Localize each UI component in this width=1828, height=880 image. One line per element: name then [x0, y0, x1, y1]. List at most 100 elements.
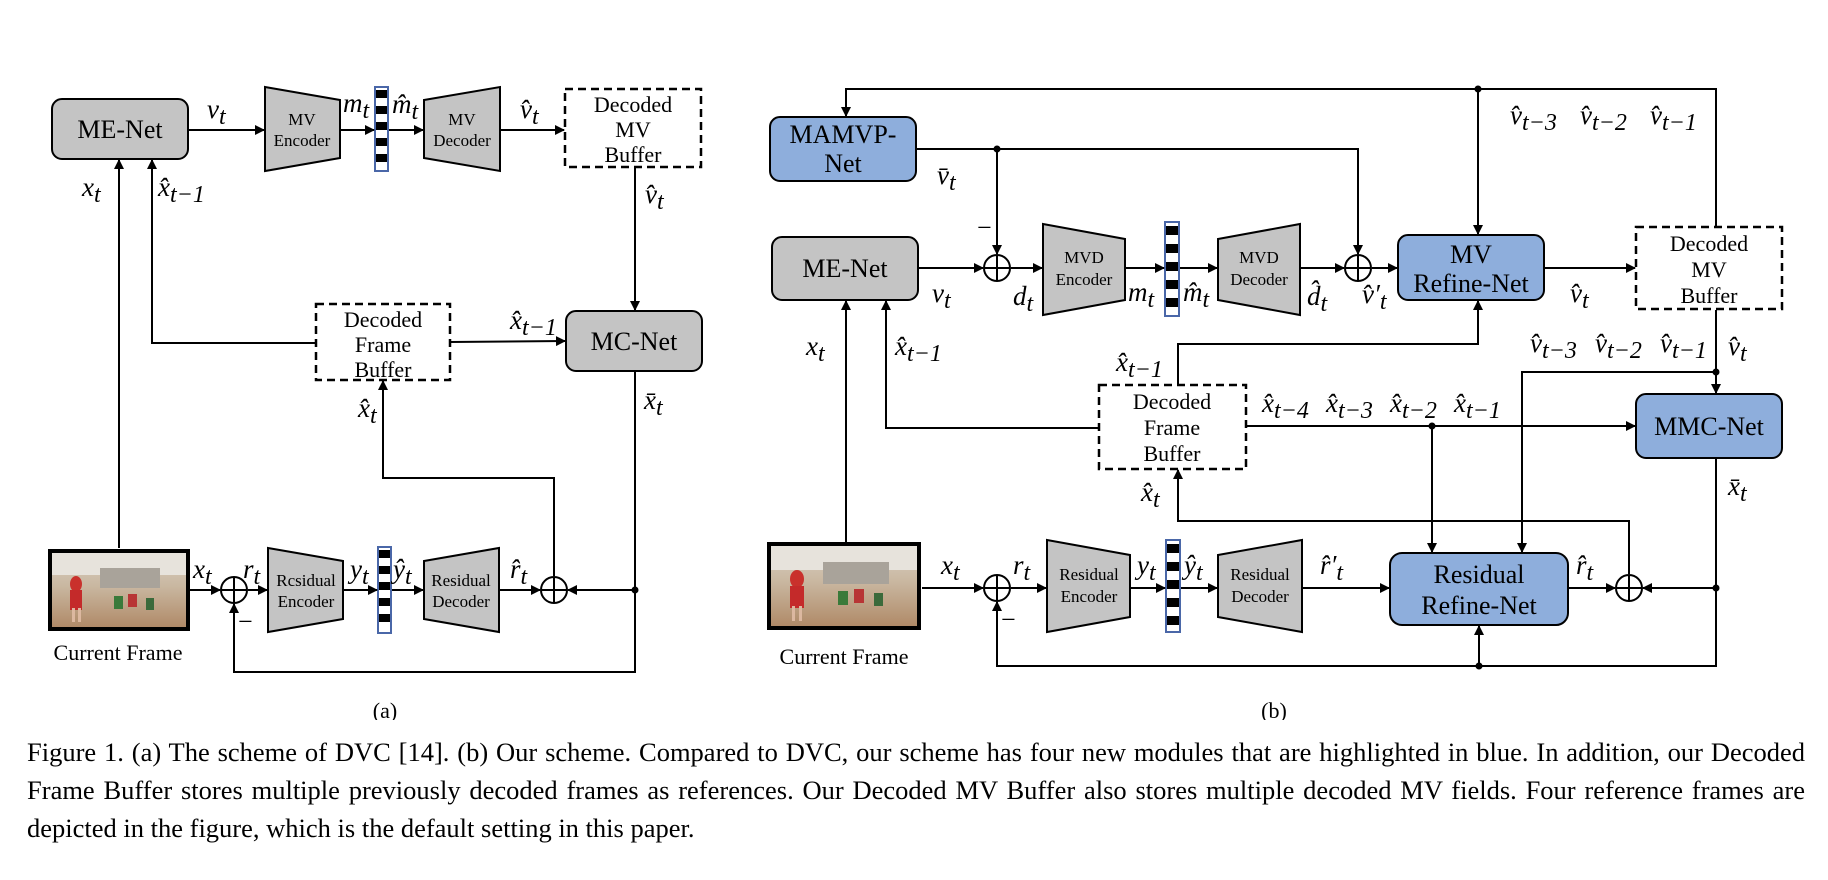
- b-residual-decoder: [1217, 538, 1303, 634]
- b-label-yhat: ŷt: [1181, 550, 1204, 586]
- b-mmc-net-label: MMC-Net: [1654, 412, 1765, 441]
- b-label-vhat-prime: v̂′t: [1362, 279, 1388, 315]
- b-mvd-decoder: [1217, 222, 1301, 317]
- b-mvd-subtract-node: [983, 254, 1011, 282]
- a-connections: [114, 125, 640, 673]
- a-label-vhat: v̂t: [520, 94, 540, 130]
- a-dmvb-l3: Buffer: [604, 142, 662, 167]
- b-label-v-tm1-top: v̂t−1: [1650, 100, 1697, 136]
- a-res-dec-l1: Residual: [431, 571, 491, 590]
- b-mvd-latent: [1164, 221, 1180, 317]
- a-res-dec-l2: Decoder: [432, 592, 490, 611]
- b-label-v-tm2: v̂t−2: [1595, 328, 1642, 364]
- b-mvr-l2: Refine-Net: [1413, 269, 1529, 298]
- b-connections: [841, 88, 1721, 667]
- a-label-rt: rt: [243, 554, 262, 590]
- b-dmvb-l2: MV: [1691, 257, 1727, 282]
- b-label-xhat-tm1-mid: x̂t−1: [1115, 347, 1163, 383]
- a-res-enc-l2: Encoder: [278, 592, 335, 611]
- b-dfb-l1: Decoded: [1133, 389, 1211, 414]
- a-mc-net-box: [565, 310, 703, 372]
- b-res-enc-l1: Residual: [1059, 565, 1119, 584]
- a-label-vhat-down: v̂t: [645, 179, 665, 215]
- b-dfb-l3: Buffer: [1143, 441, 1201, 466]
- b-mvr-l1: MV: [1450, 240, 1492, 269]
- b-rrn-l1: Residual: [1434, 560, 1525, 589]
- b-label-x-tm1: x̂t−1: [1453, 388, 1501, 424]
- b-label-vbar: v̄t: [937, 160, 957, 196]
- a-dmvb-l2: MV: [615, 117, 651, 142]
- b-mv-refine-net-box: [1397, 234, 1545, 301]
- a-label-mt: mt: [343, 88, 371, 124]
- panel-a: ME-Net MV Encoder MV Decoder Decoded MV …: [48, 85, 703, 723]
- b-label-dt: dt: [1013, 281, 1035, 317]
- a-residual-decoder: [423, 546, 500, 634]
- figure-caption: Figure 1. (a) The scheme of DVC [14]. (b…: [27, 737, 1805, 843]
- b-current-frame-label: Current Frame: [780, 644, 909, 669]
- b-decoded-mv-buffer: [1634, 225, 1784, 311]
- a-mv-latent: [374, 86, 389, 172]
- b-label-v-tm3: v̂t−3: [1530, 328, 1577, 364]
- b-dfb-l2: Frame: [1144, 415, 1200, 440]
- b-mvd-enc-l2: Encoder: [1056, 270, 1113, 289]
- b-label-x-tm3: x̂t−3: [1325, 388, 1373, 424]
- a-label-xt: xt: [81, 172, 102, 208]
- a-label-yhat: ŷt: [390, 554, 413, 590]
- b-label-rt: rt: [1013, 550, 1032, 586]
- a-mv-decoder-l2: Decoder: [433, 131, 491, 150]
- b-mvd-add-node: [1344, 254, 1372, 282]
- figure-diagram: ME-Net MV Encoder MV Decoder Decoded MV …: [48, 85, 1784, 723]
- b-rrn-l2: Refine-Net: [1421, 591, 1537, 620]
- a-dfb-l2: Frame: [355, 332, 411, 357]
- a-panel-label: (a): [373, 698, 397, 720]
- b-label-mhat: m̂t: [1183, 277, 1211, 313]
- b-res-enc-l2: Encoder: [1061, 587, 1118, 606]
- a-dmvb-l1: Decoded: [594, 92, 672, 117]
- a-dfb-l3: Buffer: [354, 357, 412, 382]
- a-label-rhat: r̂t: [510, 554, 529, 590]
- b-residual-subtract-node: [983, 574, 1011, 602]
- b-mamvp-l2: Net: [824, 149, 862, 178]
- b-label-yt: yt: [1134, 550, 1157, 586]
- b-mamvp-l1: MAMVP-: [790, 120, 897, 149]
- a-mv-decoder: [423, 85, 501, 173]
- a-add-node: [540, 576, 568, 604]
- b-label-x-tm2: x̂t−2: [1389, 388, 1437, 424]
- b-label-rhat: r̂t: [1576, 550, 1595, 586]
- b-label-v-tm1: v̂t−1: [1660, 328, 1707, 364]
- b-label-mt: mt: [1128, 277, 1156, 313]
- a-decoded-mv-buffer: [563, 87, 703, 169]
- b-current-frame-image: [767, 542, 921, 630]
- b-mmc-net-box: [1635, 393, 1783, 459]
- b-label-xt: xt: [805, 331, 826, 367]
- b-label-vhat-right: v̂t: [1570, 278, 1590, 314]
- a-mv-encoder-l2: Encoder: [274, 131, 331, 150]
- a-label-yt: yt: [347, 554, 370, 590]
- b-minus-top: −: [977, 213, 992, 242]
- a-label-xbar: x̄t: [643, 385, 664, 421]
- b-label-x-tm4: x̂t−4: [1261, 388, 1309, 424]
- b-dmvb-l1: Decoded: [1670, 231, 1748, 256]
- b-label-vt: vt: [932, 278, 952, 314]
- a-label-xhat-tm1-b: x̂t−1: [509, 305, 557, 341]
- a-mv-decoder-l1: MV: [448, 110, 476, 129]
- a-label-mhat: m̂t: [392, 89, 420, 125]
- b-res-dec-l2: Decoder: [1231, 587, 1289, 606]
- a-res-enc-l1: Rcsidual: [276, 571, 336, 590]
- a-label-vt: vt: [207, 94, 227, 130]
- a-minus-sign: −: [238, 607, 253, 636]
- b-residual-latent: [1165, 539, 1181, 633]
- b-mvd-dec-l2: Decoder: [1230, 270, 1288, 289]
- b-dmvb-l3: Buffer: [1680, 283, 1738, 308]
- a-residual-latent: [377, 546, 392, 634]
- a-junction-dot: [631, 586, 639, 594]
- b-label-xhat-tm1-left: x̂t−1: [894, 331, 942, 367]
- b-label-v-tm3-top: v̂t−3: [1510, 100, 1557, 136]
- b-me-net-label: ME-Net: [802, 254, 888, 283]
- b-panel-label: (b): [1261, 698, 1287, 720]
- b-junction-dots: [993, 85, 1720, 670]
- b-mvd-encoder: [1042, 222, 1126, 317]
- a-mc-net-label: MC-Net: [591, 327, 678, 356]
- a-mv-encoder: [264, 85, 341, 173]
